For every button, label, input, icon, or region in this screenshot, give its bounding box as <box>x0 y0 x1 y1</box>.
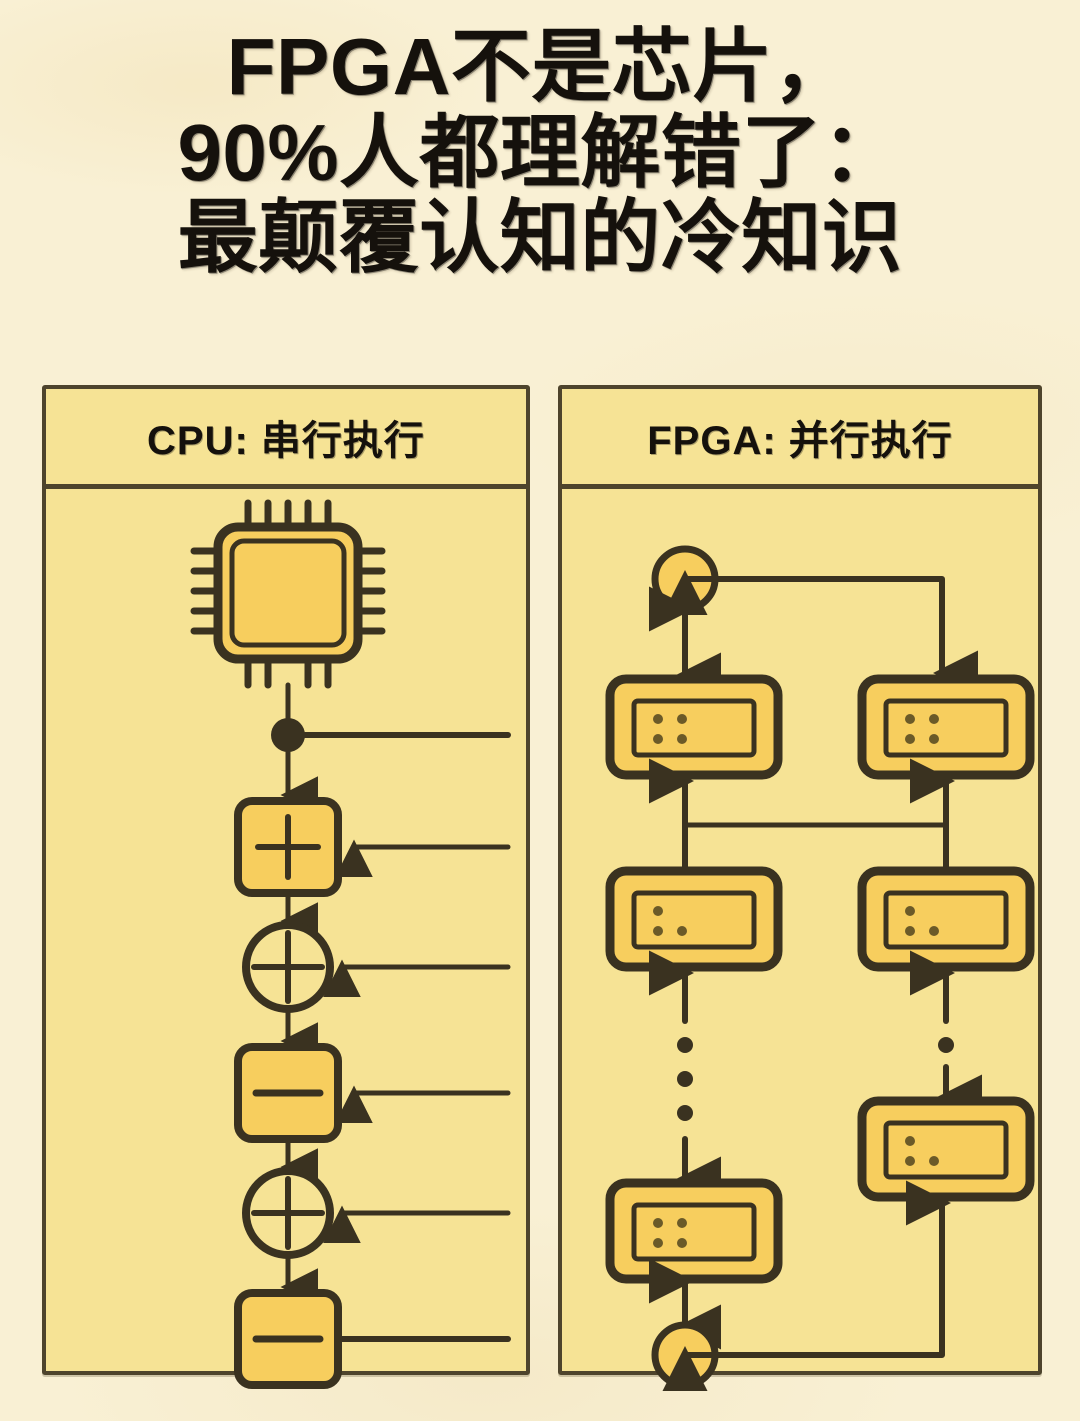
junction-dot <box>271 718 305 752</box>
op-sub-1 <box>234 1043 342 1143</box>
op-add-3 <box>242 1167 334 1259</box>
block-r3 <box>857 1096 1035 1202</box>
wire-top-feedback <box>662 570 978 696</box>
block-r2 <box>857 866 1035 972</box>
panel-cpu: CPU: 串行执行 <box>42 385 530 1389</box>
panel-fpga-body <box>562 489 1038 1391</box>
op-add-1 <box>234 797 342 897</box>
cpu-chip <box>190 499 386 689</box>
fpga-parallel-graphic <box>605 545 1035 1391</box>
title-line-1: FPGA不是芯片， <box>226 22 854 111</box>
block-r1 <box>857 674 1035 780</box>
block-l3 <box>605 1178 783 1284</box>
title-line-3: 最颠覆认知的冷知识 <box>177 193 903 283</box>
panel-fpga-header-label: FPGA: 并行执行 <box>647 418 953 463</box>
dotted-ellipsis-right <box>938 1037 954 1053</box>
wire-bottom-feedback <box>662 1180 951 1391</box>
panel-fpga-header: FPGA: 并行执行 <box>562 389 1038 489</box>
block-l1 <box>605 674 783 780</box>
block-l2 <box>605 866 783 972</box>
cpu-pipeline-graphic <box>190 499 511 1389</box>
panel-fpga: FPGA: 并行执行 <box>558 385 1042 1391</box>
panel-cpu-header-label: CPU: 串行执行 <box>147 418 425 463</box>
dotted-ellipsis-left <box>677 1037 693 1121</box>
title-line-2: 90%人都理解错了： <box>177 107 903 197</box>
panel-cpu-header: CPU: 串行执行 <box>46 389 526 489</box>
panel-cpu-body <box>46 489 526 1389</box>
page-title: FPGA不是芯片， 90%人都理解错了： 最颠覆认知的冷知识 <box>0 26 1080 279</box>
op-add-2 <box>242 921 334 1013</box>
op-sub-2 <box>234 1289 342 1389</box>
